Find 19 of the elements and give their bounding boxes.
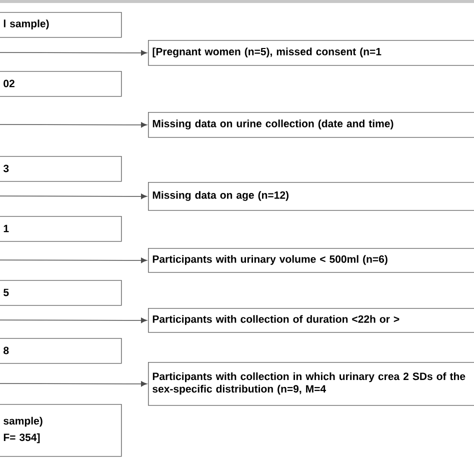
flow-box: 5 [0, 280, 122, 306]
flow-box: 8 [0, 338, 122, 364]
flow-box: 02 [0, 71, 122, 97]
arrow [0, 381, 147, 387]
flow-box: Participants with collection in which urinary crea 2 SDs of the sex-specific distribution (n=9, M=4 [148, 362, 474, 406]
flow-box: Participants with collection of duration <22h or > [148, 308, 474, 333]
arrow [0, 318, 147, 324]
arrow [0, 194, 147, 200]
flow-box: l sample) [0, 12, 122, 38]
arrow [0, 50, 147, 56]
arrow [0, 258, 147, 264]
flow-box: 3 [0, 156, 122, 182]
flow-box: Missing data on urine collection (date and time) [148, 112, 474, 138]
flow-box: Missing data on age (n=12) [148, 182, 474, 211]
arrow [0, 122, 147, 128]
flow-box: sample) F= 354] [0, 404, 122, 457]
flow-box: 1 [0, 216, 122, 242]
flow-box: Participants with urinary volume < 500ml (n=6) [148, 248, 474, 273]
flow-box: [Pregnant women (n=5), missed consent (n=1 [148, 40, 474, 66]
